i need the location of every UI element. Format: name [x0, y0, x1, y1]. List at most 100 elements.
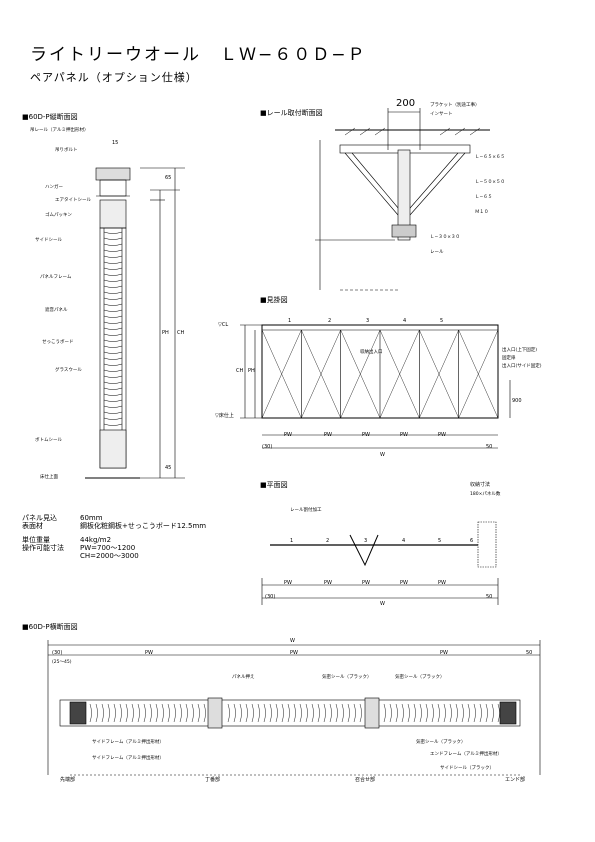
vertical-section-drawing — [85, 167, 185, 479]
plan-panel-5: 5 — [438, 538, 442, 544]
elev-panel-5: 5 — [440, 318, 444, 324]
vsec-label-3: エアタイトシール — [55, 198, 91, 203]
spec-key — [22, 552, 74, 560]
plan-dim-4: PW — [400, 580, 408, 586]
plan-total: W — [380, 601, 385, 607]
hsec-label-br-1: エンドフレーム（アルミ押出形材） — [430, 752, 502, 757]
plan-dim-2: PW — [324, 580, 332, 586]
elev-floor: ▽床仕上 — [215, 413, 234, 419]
vsec-dim-15: 15 — [112, 140, 119, 146]
plan-panel-6: 6 — [470, 538, 474, 544]
rail-callout-7: レール — [430, 250, 444, 255]
rail-callout-3: Ｌ−５０×５０ — [475, 180, 506, 185]
rail-callout-1: インサート — [430, 112, 453, 117]
elev-panel-2: 2 — [328, 318, 332, 324]
plan-dim-1: PW — [284, 580, 292, 586]
elev-total: W — [380, 452, 385, 458]
horizontal-section-drawing — [47, 640, 541, 776]
plan-storage-note: 180×パネル数 — [470, 492, 501, 497]
spec-key: 単位重量 — [22, 536, 50, 544]
hsec-label-top-2: 気密シール（ブラック） — [395, 675, 445, 680]
rail-dimension: 200 — [396, 98, 416, 109]
vsec-label-1: 吊りボルト — [55, 148, 78, 153]
plan-panel-2: 2 — [326, 538, 330, 544]
hsec-label-top-0: パネル押え — [232, 675, 255, 680]
elev-note-2: 固定扉 — [502, 356, 516, 361]
elev-dim-1: PW — [284, 432, 292, 438]
hsec-part-0: 先端部 — [60, 777, 76, 783]
vsec-label-5: サイドシール — [35, 238, 62, 243]
rail-callout-2: Ｌ−６５×６５ — [475, 155, 506, 160]
section-title-plan: ■平面図 — [260, 481, 288, 489]
spec-table: パネル見込 60mm 表面材 鋼板化粧鋼板+せっこうボード12.5mm 単位重量 44… — [22, 514, 252, 560]
elev-panel-4: 4 — [403, 318, 407, 324]
rail-callout-0: ブラケット（別途工事） — [430, 103, 480, 108]
page-subtitle: ペアパネル（オプション仕様） — [30, 71, 198, 84]
spec-key: パネル見込 — [22, 514, 57, 522]
hsec-label-top-1: 気密シール（ブラック） — [322, 675, 372, 680]
hsec-label-bl-1: サイドフレーム（アルミ押出形材） — [92, 756, 164, 761]
elev-ph: PH — [248, 368, 255, 374]
vsec-label-2: ハンガー — [45, 185, 63, 190]
spec-row: パネル見込 60mm — [22, 514, 252, 522]
rail-detail-drawing — [315, 108, 490, 291]
elev-note-1: 出入口(上下固定) — [502, 348, 538, 353]
elev-dim-0: (30) — [262, 444, 273, 450]
hsec-sub-dim: (25〜45) — [52, 660, 72, 665]
rail-callout-4: Ｌ−６５ — [475, 195, 493, 200]
section-title-rail: ■レール取付断面図 — [260, 109, 323, 117]
elev-cl: ▽CL — [218, 322, 229, 328]
plan-dim-5: PW — [438, 580, 446, 586]
hsec-dim-4: 50 — [526, 650, 533, 656]
vsec-label-8: せっこうボード — [42, 340, 74, 345]
spec-value: CH=2000〜3000 — [80, 552, 139, 560]
vsec-label-6: パネルフレーム — [40, 275, 72, 280]
hsec-dim-2: PW — [290, 650, 298, 656]
elev-note-0: 収納出入口 — [360, 350, 383, 355]
rail-callout-5: Ｍ１０ — [475, 210, 489, 215]
plan-drawing — [261, 521, 499, 605]
elev-dim-6: 50 — [486, 444, 493, 450]
vsec-label-7: 遮音パネル — [45, 308, 68, 313]
plan-panel-1: 1 — [290, 538, 294, 544]
spec-value: 鋼板化粧鋼板+せっこうボード12.5mm — [80, 522, 207, 530]
elev-panel-3: 3 — [366, 318, 370, 324]
elev-dim-5: PW — [438, 432, 446, 438]
vsec-dim-65: 65 — [165, 175, 172, 181]
elev-height-dim: 900 — [512, 398, 522, 404]
page-title: ライトリーウオール ＬＷ−６０Ｄ−Ｐ — [30, 45, 367, 65]
vsec-label-0: 吊レール（アルミ押出形材） — [30, 128, 89, 133]
elev-ch: CH — [236, 368, 244, 374]
hsec-label-br-2: サイドシール（ブラック） — [440, 766, 494, 771]
plan-dim-3: PW — [362, 580, 370, 586]
spec-value: 60mm — [80, 514, 103, 522]
plan-dim-6: 50 — [486, 594, 493, 600]
hsec-part-2: 召合せ部 — [355, 777, 376, 783]
section-title-horizontal: ■60D-P横断面図 — [22, 623, 78, 631]
plan-storage-title: 収納寸法 — [470, 482, 491, 488]
plan-title-note: レール割付加工 — [290, 508, 322, 513]
vsec-dim-ch: CH — [177, 330, 185, 336]
rail-callout-6: Ｌ−３０×３０ — [430, 235, 461, 240]
spec-key: 表面材 — [22, 522, 43, 530]
elevation-drawing — [240, 324, 511, 449]
hsec-part-1: 丁番部 — [205, 777, 221, 783]
elev-dim-3: PW — [362, 432, 370, 438]
elev-dim-4: PW — [400, 432, 408, 438]
spec-row: CH=2000〜3000 — [22, 552, 252, 560]
plan-dim-0: (30) — [265, 594, 276, 600]
spec-value: 44kg/m2 — [80, 536, 112, 544]
vsec-label-9: グラスウール — [55, 368, 82, 373]
elev-panel-1: 1 — [288, 318, 292, 324]
elev-note-3: 出入口(サイド固定) — [502, 364, 542, 369]
hsec-label-bl-0: サイドフレーム（アルミ押出形材） — [92, 740, 164, 745]
spec-value: PW=700〜1200 — [80, 544, 136, 552]
plan-panel-3: 3 — [364, 538, 368, 544]
hsec-dim-3: PW — [440, 650, 448, 656]
vsec-label-10: ボトムシール — [35, 438, 62, 443]
spec-row: 表面材 鋼板化粧鋼板+せっこうボード12.5mm — [22, 522, 252, 530]
vsec-label-11: 床仕上面 — [40, 475, 58, 480]
hsec-dim-0: (30) — [52, 650, 63, 656]
